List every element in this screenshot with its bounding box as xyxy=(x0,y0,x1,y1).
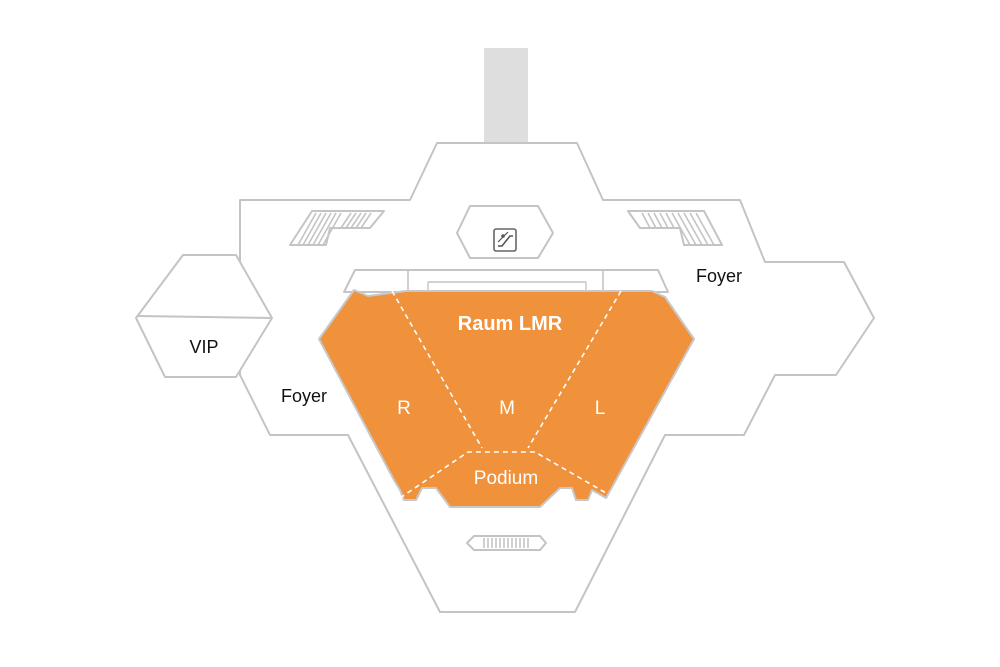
entrance-corridor xyxy=(484,48,528,146)
vip-label: VIP xyxy=(189,337,218,357)
stairs-bottom xyxy=(466,535,547,551)
podium-label: Podium xyxy=(474,468,538,489)
section-l-label: L xyxy=(595,398,606,419)
podium-boundary xyxy=(399,451,607,499)
section-m-label: M xyxy=(499,398,515,419)
stairs-right xyxy=(627,210,723,246)
stairs-left xyxy=(289,210,385,246)
foyer-left-label: Foyer xyxy=(281,386,327,406)
divider-r-m xyxy=(391,290,483,449)
section-r-label: R xyxy=(397,398,411,419)
divider-m-l xyxy=(527,290,622,449)
room-title: Raum LMR xyxy=(458,313,563,335)
escalator-icon xyxy=(493,228,517,252)
vip-divider xyxy=(137,315,273,319)
foyer-right-label: Foyer xyxy=(696,266,742,286)
backstage-area xyxy=(343,269,669,293)
